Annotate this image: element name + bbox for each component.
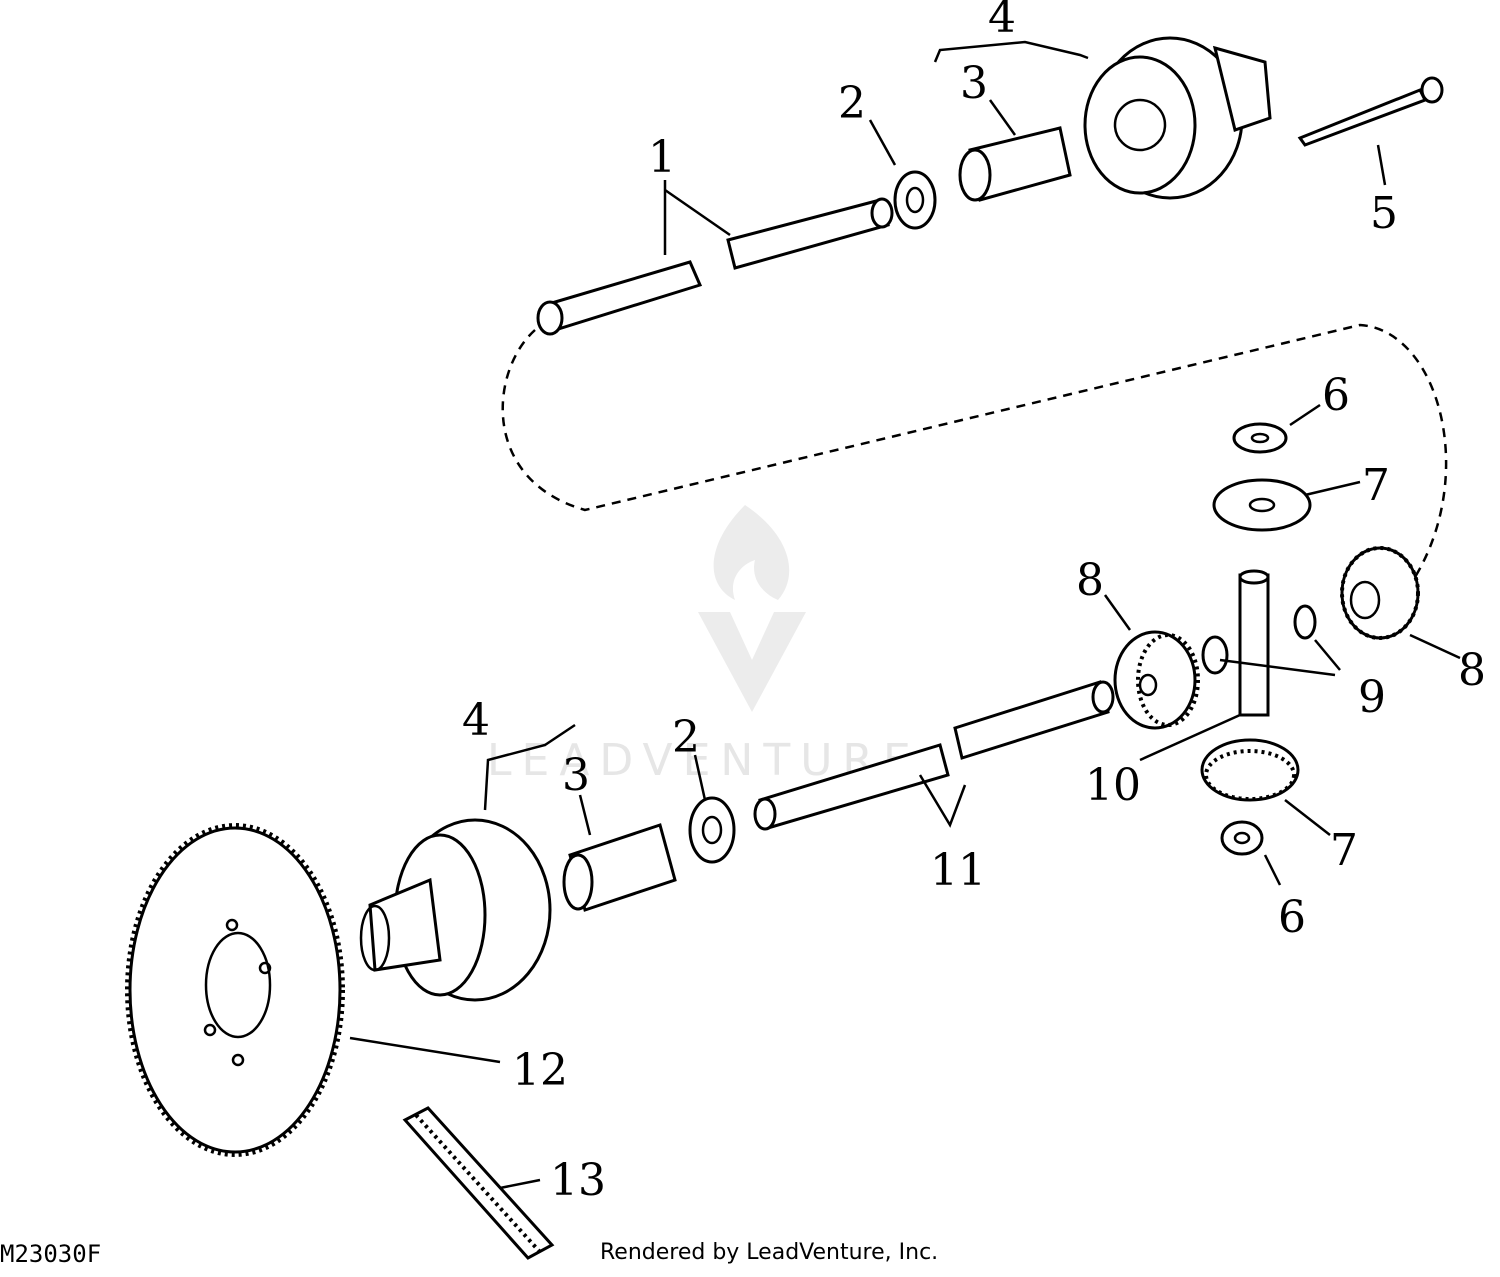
callout-6-top: 6: [1322, 370, 1350, 421]
lower-bevel-gear: [1200, 738, 1300, 802]
upper-gear-plate-7: [1212, 478, 1312, 532]
callout-8-right: 8: [1458, 645, 1486, 696]
bolt: [1297, 76, 1444, 147]
callout-12: 12: [512, 1045, 568, 1096]
lower-washer-6: [1220, 820, 1264, 856]
render-credit: Rendered by LeadVenture, Inc.: [600, 1240, 939, 1265]
callout-6-bottom: 6: [1278, 892, 1306, 943]
right-bevel-gear: [1340, 546, 1420, 640]
lower-shaft: [753, 680, 1115, 831]
callout-4-top: 4: [988, 0, 1016, 43]
callout-10: 10: [1085, 760, 1141, 811]
vertical-shaft: [1238, 569, 1270, 717]
upper-hub: [1083, 36, 1272, 200]
upper-bushing: [958, 126, 1072, 202]
lower-hub: [359, 818, 552, 1002]
leader-lines: [349, 40, 1461, 1190]
sprocket: [125, 823, 345, 1157]
lower-bushing: [562, 823, 677, 912]
callout-2-top: 2: [838, 78, 866, 129]
figure-id: M23030F: [0, 1240, 102, 1268]
upper-washer-6: [1232, 422, 1288, 454]
callout-8-left: 8: [1076, 555, 1104, 606]
callout-3-top: 3: [960, 58, 988, 109]
leadventure-watermark: LEADVENTURE: [487, 505, 911, 786]
callout-1: 1: [648, 132, 676, 183]
callout-9: 9: [1358, 672, 1386, 723]
callout-3-bottom: 3: [562, 750, 590, 801]
callout-13: 13: [550, 1155, 606, 1206]
callout-4-bottom: 4: [462, 695, 490, 746]
assembly-loop-line: [501, 323, 1448, 586]
upper-shaft: [536, 197, 894, 336]
upper-washer: [893, 170, 937, 230]
chain: [402, 1106, 555, 1260]
callout-numbers: 1 2 3 4 5 6 7 8 8 9 10 11 2 3 4 7 6 12 1…: [462, 0, 1486, 1206]
callout-5: 5: [1370, 188, 1398, 239]
lower-washer: [688, 796, 736, 864]
pins: [1201, 604, 1317, 675]
callout-7-bottom: 7: [1330, 825, 1358, 876]
callout-11: 11: [930, 845, 986, 896]
callout-2-bottom: 2: [672, 712, 700, 763]
callout-7-top: 7: [1362, 460, 1390, 511]
left-bevel-gear: [1113, 630, 1200, 730]
